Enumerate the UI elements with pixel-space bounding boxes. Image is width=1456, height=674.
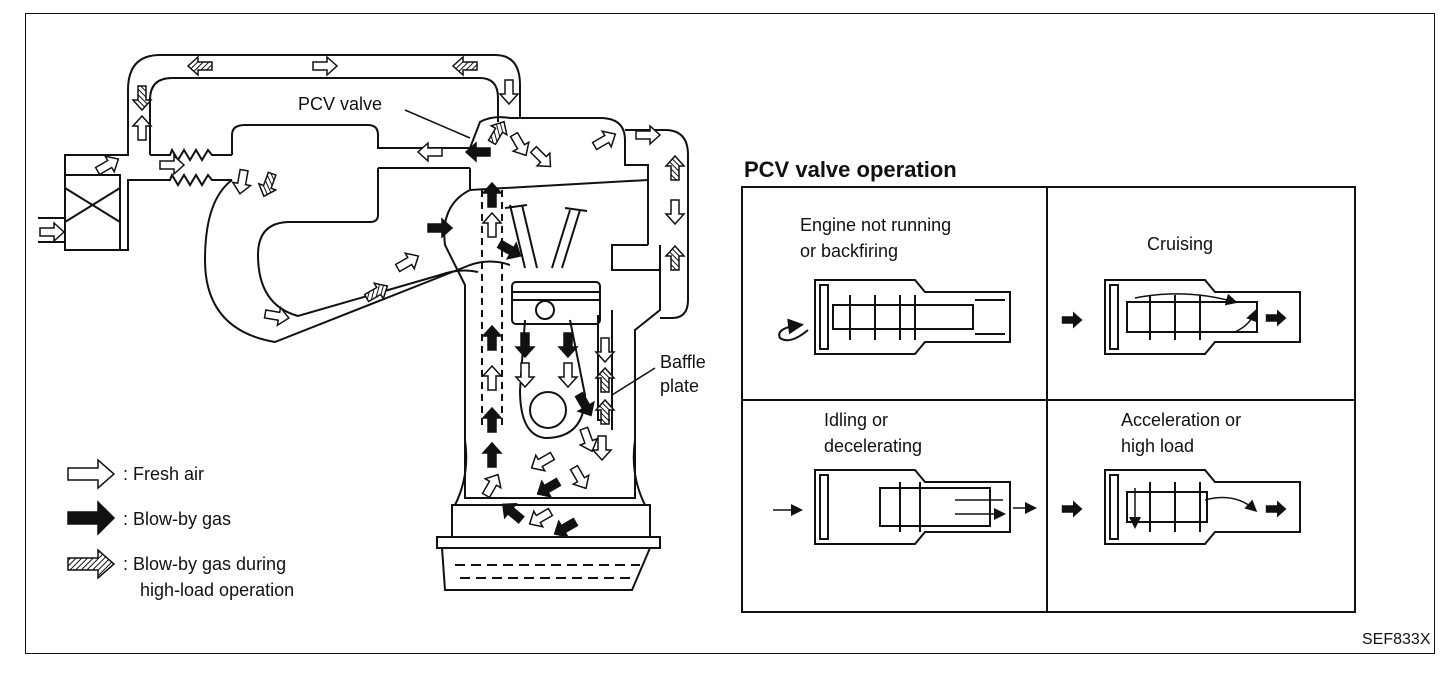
legend-highload-icon xyxy=(67,548,116,580)
fresh-air-arrow xyxy=(589,125,621,155)
panel-3-label-line1: Idling or xyxy=(824,410,888,430)
fresh-air-arrow xyxy=(39,222,65,242)
fresh-air-arrow xyxy=(505,129,535,161)
highload-arrow xyxy=(132,85,152,111)
blowby-arrow xyxy=(515,332,535,358)
fresh-air-arrow xyxy=(477,469,507,501)
legend-fresh-air-label: : Fresh air xyxy=(123,464,204,484)
highload-arrow xyxy=(254,169,282,201)
fresh-air-arrow xyxy=(392,247,424,277)
fresh-air-arrow xyxy=(482,212,502,238)
legend-highload-label-line1: : Blow-by gas during xyxy=(123,554,286,574)
fresh-air-arrow xyxy=(565,462,595,494)
pcv-valve-label: PCV valve xyxy=(298,94,382,114)
accel-inlet-arrow-icon xyxy=(1061,501,1083,517)
blowby-arrow xyxy=(427,218,453,238)
blowby-arrow xyxy=(465,142,491,162)
pcv-operation-title: PCV valve operation xyxy=(744,157,957,182)
blowby-arrow xyxy=(482,442,502,468)
highload-arrow xyxy=(187,56,213,76)
baffle-label-line2: plate xyxy=(660,376,699,396)
figure-code: SEF833X xyxy=(1362,631,1431,648)
fresh-air-arrow xyxy=(482,365,502,391)
fresh-air-arrow xyxy=(312,56,338,76)
fresh-air-arrow xyxy=(132,115,152,141)
fresh-air-arrow xyxy=(524,503,556,533)
cruising-outlet-arrow-icon xyxy=(1265,310,1287,326)
legend-blowby-icon xyxy=(67,500,116,536)
fresh-air-arrow xyxy=(635,125,661,145)
blowby-arrow xyxy=(482,182,502,208)
panel-2-label-line1: Cruising xyxy=(1147,234,1213,254)
valve-idling xyxy=(814,469,1010,545)
fresh-air-arrow xyxy=(526,447,558,477)
panel-1-label-line1: Engine not running xyxy=(800,215,951,235)
blowby-arrow xyxy=(496,496,528,528)
highload-arrow xyxy=(452,56,478,76)
backfire-arrow-icon xyxy=(778,318,809,342)
fresh-air-arrow xyxy=(230,167,254,197)
valve-acceleration xyxy=(1104,469,1301,545)
valve-engine-not-running xyxy=(814,279,1011,355)
fresh-air-arrow xyxy=(665,199,685,225)
engine-schematic xyxy=(38,54,689,591)
cruising-inlet-arrow-icon xyxy=(1061,312,1083,328)
panel-4-label-line2: high load xyxy=(1121,436,1194,456)
blowby-arrow xyxy=(482,325,502,351)
legend-highload-label-line2: high-load operation xyxy=(140,580,294,600)
fresh-air-arrow xyxy=(558,362,578,388)
panel-3-label-line2: decelerating xyxy=(824,436,922,456)
panel-4-label-line1: Acceleration or xyxy=(1121,410,1241,430)
figure-frame xyxy=(25,13,1435,654)
fresh-air-arrow xyxy=(159,155,185,175)
accel-outlet-arrow-icon xyxy=(1265,501,1287,517)
fresh-air-arrow xyxy=(499,79,519,105)
baffle-label-line1: Baffle xyxy=(660,352,706,372)
fresh-air-arrow xyxy=(417,142,443,162)
fresh-air-arrow xyxy=(515,362,535,388)
legend-fresh-air-icon xyxy=(67,458,116,490)
legend: : Fresh air : Blow-by gas : Blow-by gas … xyxy=(67,458,294,600)
highload-arrow xyxy=(665,155,685,181)
fresh-air-arrow xyxy=(262,304,292,328)
fresh-air-arrow xyxy=(526,142,558,174)
valve-cruising xyxy=(1104,279,1301,355)
legend-blowby-label: : Blow-by gas xyxy=(123,509,231,529)
highload-arrow xyxy=(665,245,685,271)
blowby-arrow xyxy=(482,407,502,433)
pcv-operation-grid xyxy=(741,186,1356,613)
panel-1-label-line2: or backfiring xyxy=(800,241,898,261)
